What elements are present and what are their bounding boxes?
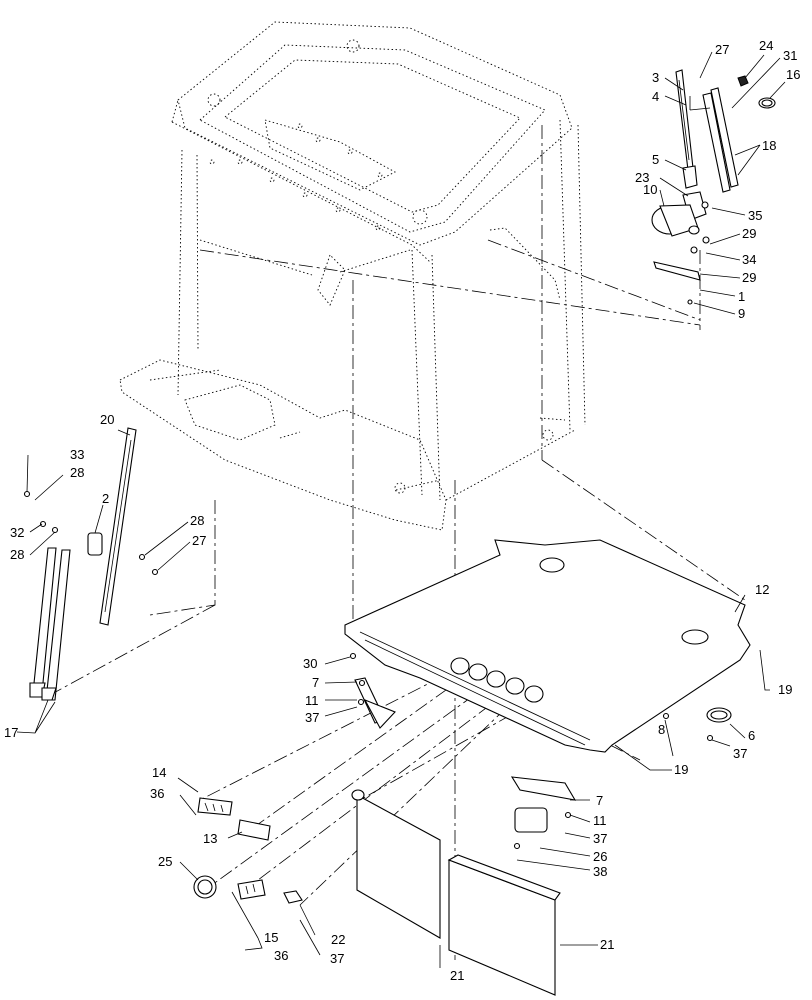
callout-37-lower: 37	[593, 831, 607, 846]
callout-29-upper: 29	[742, 226, 756, 241]
callout-37-right: 37	[733, 746, 747, 761]
callout-4: 4	[652, 89, 659, 104]
callout-17: 17	[4, 725, 18, 740]
callout-24: 24	[759, 38, 773, 53]
callout-28-a: 28	[70, 465, 84, 480]
callout-33: 33	[70, 447, 84, 462]
callout-28-c: 28	[190, 513, 204, 528]
callout-leaders	[16, 51, 786, 968]
callout-21-right: 21	[600, 937, 614, 952]
switches-and-shades	[193, 789, 561, 996]
callout-28-b: 28	[10, 547, 24, 562]
callout-11-lower: 11	[593, 813, 607, 828]
callout-34: 34	[742, 252, 756, 267]
callout-27-left: 27	[192, 533, 206, 548]
callout-12: 12	[755, 582, 769, 597]
callout-19-right: 19	[778, 682, 792, 697]
rear-wiper-assembly	[651, 69, 776, 305]
part-callouts: 27 24 31 16 3 4 18 5 23 10 35 29 34 29 1…	[4, 38, 800, 983]
callout-29-lower: 29	[742, 270, 756, 285]
callout-18: 18	[762, 138, 776, 153]
callout-9: 9	[738, 306, 745, 321]
callout-21-bottom: 21	[450, 968, 464, 983]
callout-20: 20	[100, 412, 114, 427]
callout-19-lower: 19	[674, 762, 688, 777]
callout-25: 25	[158, 854, 172, 869]
callout-14: 14	[152, 765, 166, 780]
callout-26: 26	[593, 849, 607, 864]
callout-11-upper: 11	[305, 693, 319, 708]
callout-37-upper: 37	[305, 710, 319, 725]
callout-38: 38	[593, 864, 607, 879]
callout-32: 32	[10, 525, 24, 540]
callout-22: 22	[331, 932, 345, 947]
callout-7-upper: 7	[312, 675, 319, 690]
callout-3: 3	[652, 70, 659, 85]
callout-30: 30	[303, 656, 317, 671]
callout-6: 6	[748, 728, 755, 743]
callout-16: 16	[786, 67, 800, 82]
callout-36-lower: 36	[274, 948, 288, 963]
headliner-panel	[344, 539, 751, 850]
callout-27-top: 27	[715, 42, 729, 57]
callout-8: 8	[658, 722, 665, 737]
callout-15: 15	[264, 930, 278, 945]
callout-2: 2	[102, 491, 109, 506]
callout-1: 1	[738, 289, 745, 304]
callout-7-lower: 7	[596, 793, 603, 808]
callout-37-bottom: 37	[330, 951, 344, 966]
callout-5: 5	[652, 152, 659, 167]
callout-13: 13	[203, 831, 217, 846]
callout-31: 31	[783, 48, 797, 63]
callout-36-upper: 36	[150, 786, 164, 801]
cab-frame	[119, 21, 586, 531]
front-wiper-assembly	[23, 427, 159, 701]
callout-23: 23	[635, 170, 649, 185]
callout-35: 35	[748, 208, 762, 223]
callout-10: 10	[643, 182, 657, 197]
